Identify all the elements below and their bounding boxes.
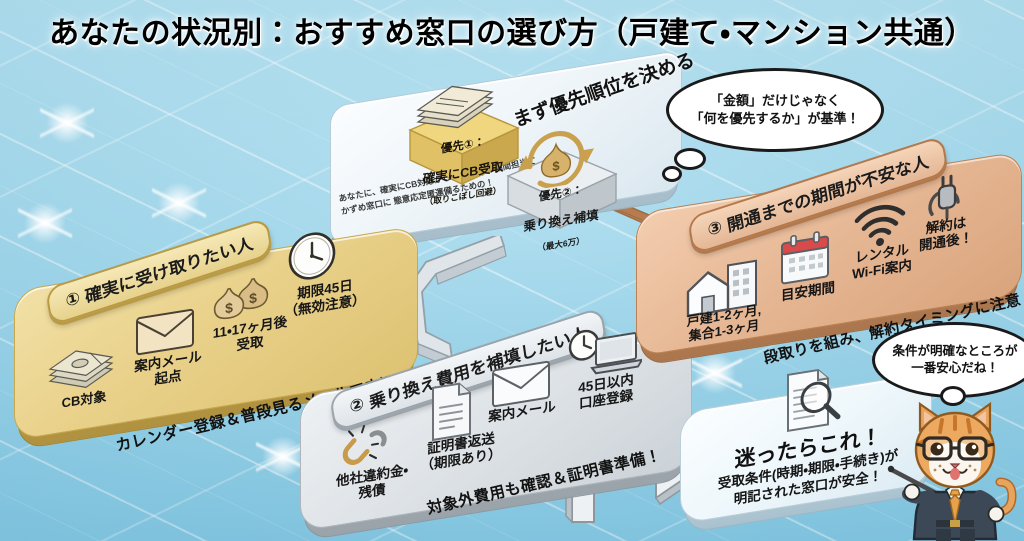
document-icon: [432, 382, 471, 442]
cash-stack-icon: [416, 85, 494, 129]
broken-chain-icon: [342, 424, 387, 465]
card-yellow-number: ①: [64, 287, 82, 311]
priority-bubble-tail-small: [662, 166, 682, 182]
svg-text:$: $: [552, 158, 560, 174]
cash-bundle-icon: [48, 350, 114, 388]
priority-bubble: 「金額」だけじゃなく 「何を優先するか」が基準！: [666, 68, 884, 152]
money-bag-refresh-icon: $: [518, 131, 594, 189]
envelope-icon: [492, 360, 550, 408]
document-magnifier-icon: [787, 368, 841, 433]
business-cat-mascot: [887, 401, 1017, 541]
power-plug-icon: [928, 174, 960, 220]
svg-text:$: $: [249, 289, 257, 306]
card-grey-number: ②: [348, 393, 366, 417]
priority-2-block: [502, 150, 620, 236]
pointer-stick-icon: [889, 467, 937, 495]
laptop-clock-icon: [568, 329, 642, 375]
house-building-icon: [686, 259, 757, 318]
card-salmon-number: ③: [706, 216, 724, 240]
svg-text:$: $: [225, 299, 233, 316]
priority-bubble-tail: [674, 148, 706, 170]
money-bags-icon: $ $: [213, 277, 269, 320]
page-title: あなたの状況別：おすすめ窓口の選び方（戸建て・マンション共通）: [49, 17, 975, 50]
envelope-icon: [136, 308, 194, 356]
calendar-icon: [781, 231, 829, 285]
clock-icon: [288, 232, 336, 280]
cat-bubble-tail: [940, 386, 966, 406]
priority-1-block: [404, 104, 522, 190]
wifi-icon: [854, 204, 906, 247]
